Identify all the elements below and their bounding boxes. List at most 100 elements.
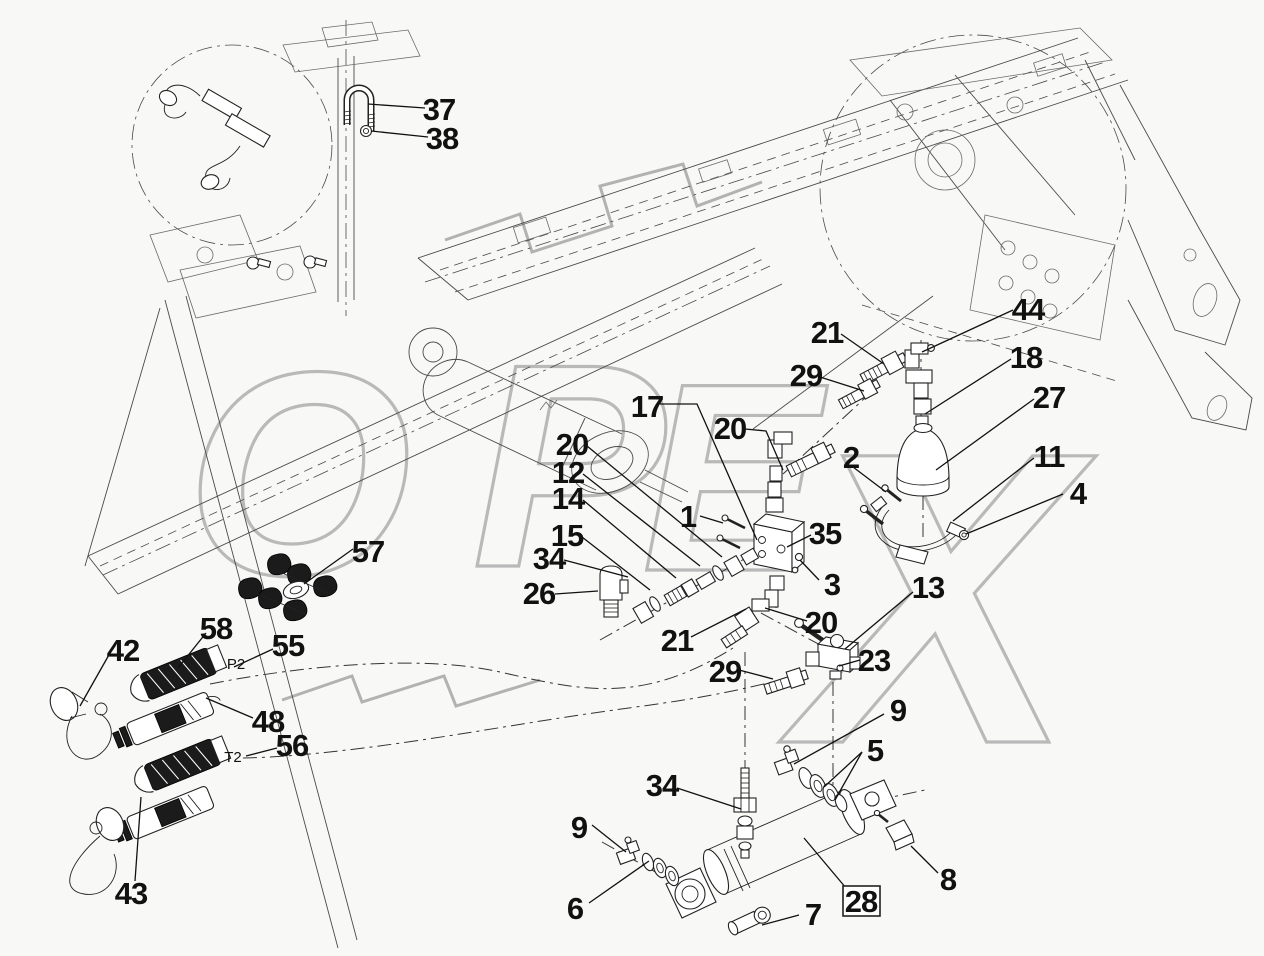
leader-18 xyxy=(924,358,1012,415)
callout-15-label: 15 xyxy=(551,518,584,553)
leader-20b xyxy=(586,445,723,558)
leader-1 xyxy=(699,515,724,524)
leader-9a xyxy=(793,713,885,765)
mast-coupling-detail xyxy=(158,84,271,190)
callout-57-label: 57 xyxy=(352,534,384,569)
callout-48-label: 48 xyxy=(252,704,285,739)
dust-cap-42-drawing xyxy=(49,687,112,760)
washers-6-drawing xyxy=(641,852,680,887)
leader-7 xyxy=(761,914,800,926)
pin-7-drawing xyxy=(727,906,771,936)
leader-38 xyxy=(370,130,429,138)
callout-12-label: 12 xyxy=(552,455,584,490)
leader-5b xyxy=(834,751,863,801)
valve-block-35-drawing xyxy=(752,513,806,574)
callout-4-label: 4 xyxy=(1070,476,1088,511)
elbow-44-drawing xyxy=(904,342,935,369)
leader-56 xyxy=(245,747,278,757)
accumulator-27-drawing xyxy=(896,422,950,497)
coupler-male-43-drawing xyxy=(112,786,215,843)
coupler-sleeve-56-drawing xyxy=(134,735,232,793)
port-label-t2: T2 xyxy=(224,749,242,766)
screws-1-drawing xyxy=(716,514,746,550)
clamp-57-drawing xyxy=(238,553,338,622)
tee-18-drawing xyxy=(905,369,933,429)
watermark-letter-e: E xyxy=(642,327,830,627)
watermark-zigzag-top xyxy=(444,162,763,254)
callout-7-label: 7 xyxy=(805,897,821,932)
seal-washers-5-drawing xyxy=(798,767,848,813)
callout-6-label: 6 xyxy=(567,891,584,926)
callout-13-label: 13 xyxy=(912,570,945,605)
leader-29b xyxy=(738,669,774,680)
nut-23-drawing xyxy=(836,664,844,672)
callout-28-box xyxy=(842,885,881,917)
leader-17 xyxy=(660,403,758,541)
adapter-stack-drawing xyxy=(765,465,784,513)
tee-below-block-drawing xyxy=(769,575,785,591)
callout-9b-label: 9 xyxy=(571,810,588,845)
callout-42-label: 42 xyxy=(107,633,139,668)
elbow-9-right-drawing xyxy=(773,745,800,776)
callout-labels: 37 38 44 21 18 29 27 2 11 4 17 20 20 12 … xyxy=(107,92,1089,932)
callout-29b-label: 29 xyxy=(709,654,742,689)
leader-5a xyxy=(823,751,863,788)
callout-2-label: 2 xyxy=(843,440,859,475)
fitting-17-drawing xyxy=(785,441,836,478)
fitting-29-bottom-drawing xyxy=(763,667,809,695)
watermark-zigzag-bottom xyxy=(281,674,541,708)
leader-lines xyxy=(79,103,1064,926)
elbow-9-left-drawing xyxy=(615,836,641,866)
leader-11 xyxy=(952,457,1035,522)
leader-2 xyxy=(852,466,887,493)
callout-35-label: 35 xyxy=(809,516,842,551)
leader-26 xyxy=(554,590,599,595)
leader-58 xyxy=(177,632,207,669)
callout-56-label: 56 xyxy=(276,728,309,763)
elbow-20-top-drawing xyxy=(767,431,793,459)
leader-4 xyxy=(965,493,1064,535)
u-bolt-37-drawing xyxy=(343,84,376,131)
callout-21a-label: 21 xyxy=(811,315,844,350)
nut-4-drawing xyxy=(958,529,970,541)
detail-circle-left xyxy=(131,44,333,246)
wedge-8-drawing xyxy=(873,809,915,851)
callout-55-label: 55 xyxy=(272,628,305,663)
callout-14-label: 14 xyxy=(552,481,586,516)
leader-44 xyxy=(921,309,1014,353)
leader-34a xyxy=(563,559,629,578)
callout-9a-label: 9 xyxy=(890,693,907,728)
callout-58-label: 58 xyxy=(200,611,233,646)
hose-p2-route xyxy=(209,647,734,689)
nut-3-drawing xyxy=(791,552,804,574)
machine-outline xyxy=(84,20,1253,949)
leader-29a xyxy=(819,376,865,392)
leader-37 xyxy=(367,103,426,109)
leader-28 xyxy=(803,837,847,889)
leader-3 xyxy=(799,559,820,581)
coupler-sleeve-58-drawing xyxy=(130,644,228,702)
callout-27-label: 27 xyxy=(1033,380,1065,415)
leader-20c xyxy=(764,607,808,622)
callout-38-label: 38 xyxy=(426,121,459,156)
callout-23-label: 23 xyxy=(858,643,891,678)
leader-21a xyxy=(840,333,885,365)
leader-9b xyxy=(591,824,627,853)
nut-38-drawing xyxy=(359,124,373,138)
port-label-p2: P2 xyxy=(227,656,245,673)
callout-17-label: 17 xyxy=(631,389,663,424)
hose-t2-route xyxy=(242,681,773,759)
detail-circle-right xyxy=(819,34,1127,342)
leader-27 xyxy=(935,398,1035,471)
callout-34b-label: 34 xyxy=(646,768,680,803)
callout-8-label: 8 xyxy=(940,862,957,897)
coupler-male-48-drawing xyxy=(112,692,221,749)
callout-26-label: 26 xyxy=(523,576,556,611)
leader-14 xyxy=(582,499,677,579)
leader-35 xyxy=(786,534,812,548)
fitting-29-top-drawing xyxy=(837,377,881,410)
bolt-34-bottom-drawing xyxy=(733,767,757,859)
callout-29a-label: 29 xyxy=(790,358,823,393)
